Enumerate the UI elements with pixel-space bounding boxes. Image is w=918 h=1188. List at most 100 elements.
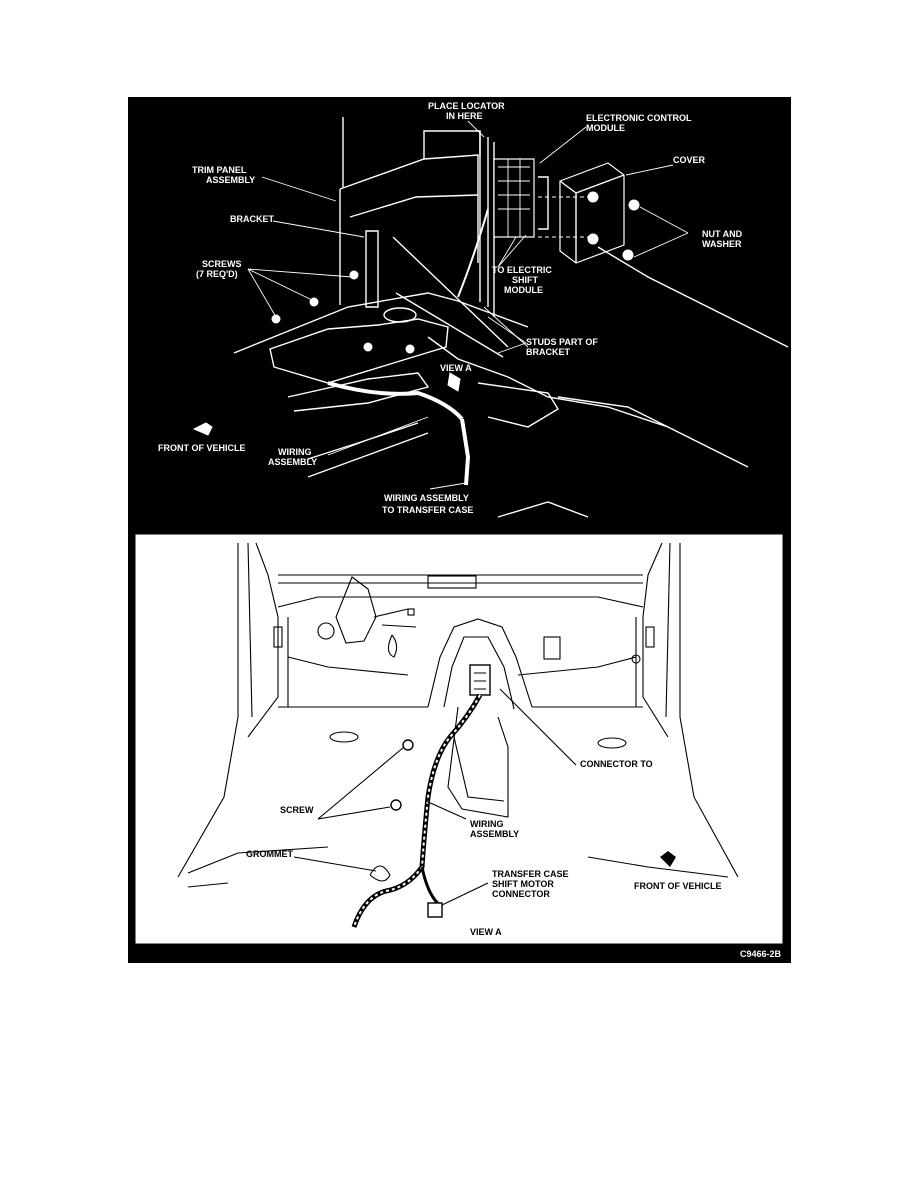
label-place-locator-1: PLACE LOCATOR	[428, 101, 505, 111]
label-trim-2: ASSEMBLY	[206, 175, 255, 185]
figure-code: C9466-2B	[740, 949, 782, 959]
stud-dash-lines	[538, 196, 588, 238]
door-frames	[177, 542, 739, 878]
leader-nut	[633, 206, 689, 258]
right-hinge	[645, 626, 655, 648]
column-clip	[407, 608, 415, 616]
kick-panels	[287, 617, 637, 707]
leader-place-locator	[467, 120, 485, 138]
wiring-drop	[460, 418, 471, 486]
electronic-control-module	[493, 158, 535, 238]
front-of-vehicle-arrow-view-a	[660, 851, 676, 867]
left-hinge	[273, 626, 283, 648]
view-a-arrow	[447, 372, 461, 392]
label-motor-1: TRANSFER CASE	[492, 869, 569, 879]
floor-far-right	[557, 396, 749, 468]
label-screws-2: (7 REQ'D)	[196, 269, 238, 279]
screw-lower	[390, 799, 402, 811]
screw-1	[349, 270, 359, 280]
dash-hole-left	[317, 622, 335, 640]
label-connector-to: CONNECTOR TO	[580, 759, 653, 769]
dash-cutout	[387, 634, 398, 658]
wiring-assembly-inner	[353, 694, 481, 928]
label-transfer-2: TO TRANSFER CASE	[382, 505, 473, 515]
label-nut-2: WASHER	[702, 239, 742, 249]
bottom-view: CONNECTOR TO SCREW WIRING ASSEMBLY GROMM…	[135, 534, 783, 944]
floor-right	[427, 336, 669, 428]
module-detail	[498, 159, 530, 237]
wiring-to-shift-module	[457, 208, 489, 298]
bottom-floor-line	[497, 501, 589, 518]
leader-connector	[499, 688, 577, 766]
windshield-base	[278, 574, 643, 584]
trim-panel-assembly	[339, 154, 479, 305]
top-view: PLACE LOCATOR IN HERE ELECTRONIC CONTROL…	[158, 101, 789, 518]
cover-stud-upper	[587, 191, 599, 203]
stud-lower	[395, 292, 504, 358]
module-bracket	[538, 176, 549, 230]
dash-plug	[543, 636, 561, 660]
leader-studs	[487, 316, 527, 354]
label-wiring-2-view-a: ASSEMBLY	[470, 829, 519, 839]
leader-cover	[625, 164, 674, 176]
column-lines	[373, 608, 417, 628]
leader-screw	[317, 746, 405, 820]
connector-detail	[474, 672, 486, 690]
leader-screws	[247, 268, 353, 318]
diagram-figure: PLACE LOCATOR IN HERE ELECTRONIC CONTROL…	[128, 97, 791, 963]
dash-lower	[287, 656, 637, 676]
nut-washer-upper	[628, 199, 640, 211]
pillar	[479, 131, 495, 317]
connector-to	[469, 664, 491, 696]
label-place-locator-2: IN HERE	[446, 111, 483, 121]
grommet	[369, 865, 391, 882]
bracket	[365, 230, 379, 308]
transmission-tunnel	[427, 618, 533, 708]
tunnel	[477, 382, 559, 428]
nut-washer-lower	[622, 249, 634, 261]
label-front-view-a: FRONT OF VEHICLE	[634, 881, 722, 891]
tunnel-inner	[443, 636, 515, 710]
a-pillars	[247, 542, 669, 738]
defroster-vent	[427, 575, 477, 589]
label-ecm-2: MODULE	[586, 123, 625, 133]
label-view-a-bottom: VIEW A	[470, 927, 502, 937]
label-studs-1: STUDS PART OF	[526, 337, 598, 347]
floor-rail	[287, 372, 430, 412]
lower-lines	[307, 422, 429, 478]
cover-edges	[559, 174, 625, 263]
stud-upper	[392, 236, 509, 348]
label-shift-1: TO ELECTRIC	[492, 265, 552, 275]
label-transfer-1: WIRING ASSEMBLY	[384, 493, 469, 503]
steering-column-bracket	[335, 576, 377, 644]
label-front-top: FRONT OF VEHICLE	[158, 443, 246, 453]
dash-hole-right	[631, 654, 641, 664]
label-wiring-1: WIRING	[278, 447, 312, 457]
trim-panel-ridge	[349, 194, 479, 218]
leader-wiring	[327, 416, 429, 456]
label-cover: COVER	[673, 155, 706, 165]
leader-ecm	[539, 126, 587, 164]
shift-motor-connector	[427, 902, 443, 918]
diagram-canvas: PLACE LOCATOR IN HERE ELECTRONIC CONTROL…	[135, 101, 789, 959]
label-screw: SCREW	[280, 805, 314, 815]
label-wiring-1-view-a: WIRING	[470, 819, 504, 829]
leader-motor	[441, 882, 489, 906]
floor-hole	[383, 307, 417, 323]
leader-transfer	[429, 482, 467, 490]
label-motor-3: CONNECTOR	[492, 889, 550, 899]
label-studs-2: BRACKET	[526, 347, 571, 357]
floor-line	[233, 292, 529, 354]
label-nut-1: NUT AND	[702, 229, 743, 239]
floor-plug-right	[597, 737, 627, 749]
floor-plug-left	[329, 731, 359, 743]
tunnel-floor	[447, 706, 509, 818]
leader-trim	[261, 176, 337, 202]
screw-5	[405, 344, 415, 354]
rocker-lines	[187, 846, 729, 888]
label-screws-1: SCREWS	[202, 259, 242, 269]
front-of-vehicle-arrow	[192, 422, 213, 436]
leader-bracket	[272, 220, 365, 238]
label-grommet: GROMMET	[246, 849, 293, 859]
screw-3	[271, 314, 281, 324]
